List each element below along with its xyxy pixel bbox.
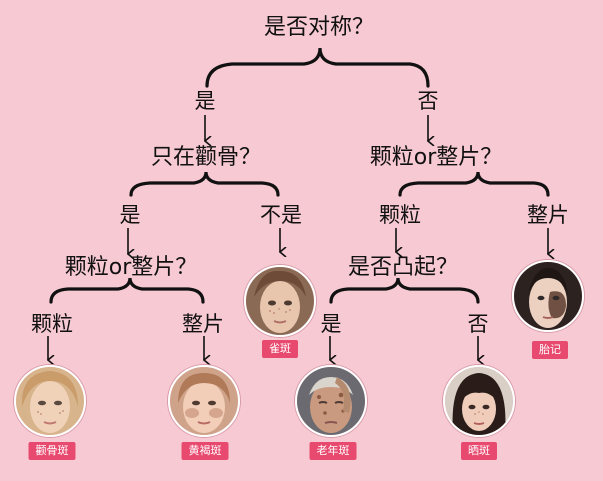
ll-granule-label: 颗粒 bbox=[31, 312, 73, 336]
left-brace bbox=[131, 172, 278, 195]
right-left-brace bbox=[331, 278, 478, 302]
birthmark-badge: 胎记 bbox=[532, 341, 568, 359]
right-granule-label: 颗粒 bbox=[379, 203, 421, 227]
right-brace bbox=[400, 172, 548, 195]
birthmark-face-image bbox=[512, 260, 584, 332]
right-question: 颗粒or整片？ bbox=[370, 146, 503, 170]
rl-no-label: 否 bbox=[468, 312, 489, 336]
left-no-label: 不是 bbox=[260, 203, 302, 227]
root-yes-label: 是 bbox=[195, 89, 216, 113]
melasma-badge: 黄褐斑 bbox=[182, 442, 229, 460]
right-left-question: 是否凸起？ bbox=[348, 256, 458, 280]
left-left-brace bbox=[51, 278, 203, 302]
left-yes-label: 是 bbox=[120, 203, 141, 227]
freckle-face-image bbox=[244, 265, 316, 337]
root-no-label: 否 bbox=[418, 89, 439, 113]
zygomatic-badge: 颧骨斑 bbox=[29, 442, 76, 460]
rl-yes-label: 是 bbox=[321, 312, 342, 336]
freckle-badge: 雀斑 bbox=[262, 340, 298, 358]
root-brace bbox=[207, 48, 428, 86]
sun-badge: 晒斑 bbox=[461, 442, 497, 460]
sun-face-image bbox=[443, 365, 515, 437]
root-question: 是否对称？ bbox=[264, 16, 374, 40]
right-patch-label: 整片 bbox=[527, 203, 569, 227]
left-question: 只在颧骨？ bbox=[151, 146, 261, 170]
left-left-question: 颗粒or整片？ bbox=[65, 256, 198, 280]
ll-patch-label: 整片 bbox=[182, 312, 224, 336]
senile-face-image bbox=[295, 365, 367, 437]
melasma-face-image bbox=[168, 365, 240, 437]
zygomatic-face-image bbox=[14, 365, 86, 437]
senile-badge: 老年斑 bbox=[310, 442, 357, 460]
